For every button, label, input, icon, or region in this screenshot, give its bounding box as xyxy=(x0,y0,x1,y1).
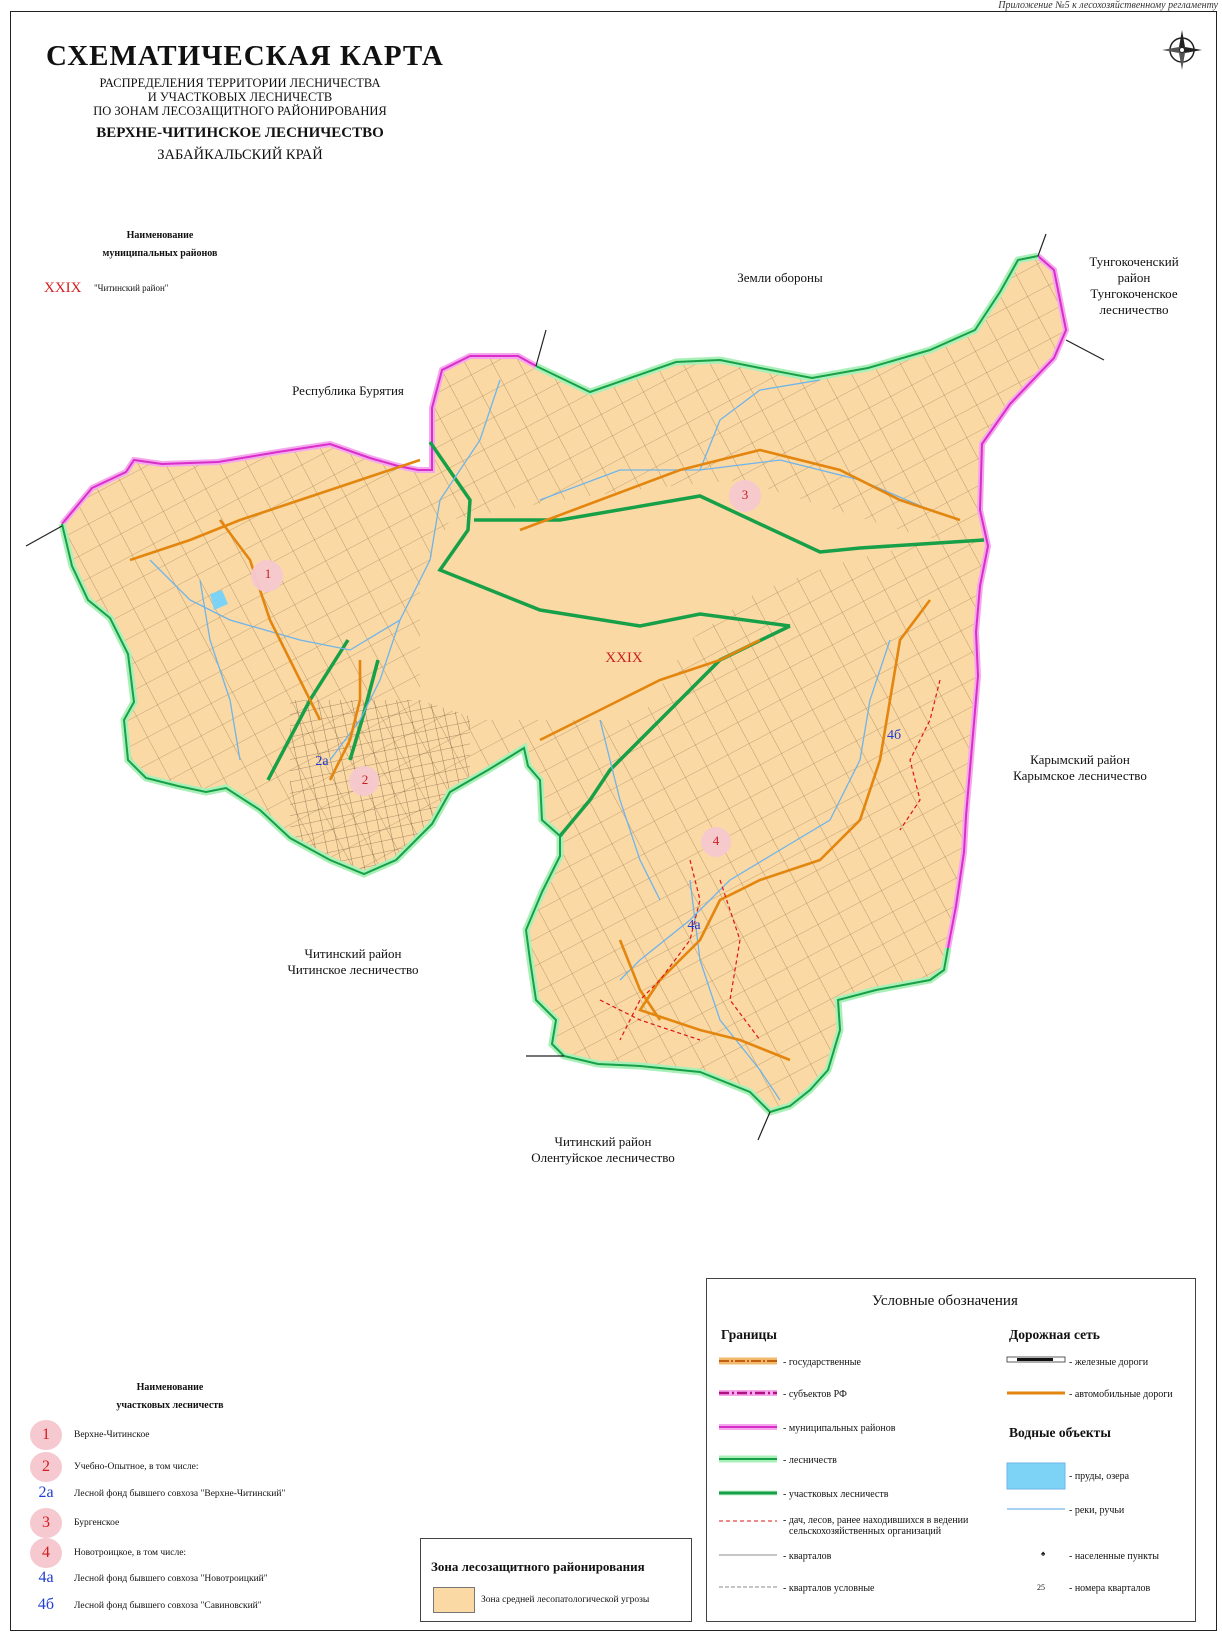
zone-legend: Зона лесозащитного районирования Зона ср… xyxy=(420,1538,692,1622)
legend-river: - реки, ручьи xyxy=(1069,1505,1125,1516)
legend-municipal: - муниципальных районов xyxy=(783,1423,896,1434)
compass-rose-icon xyxy=(1162,30,1202,70)
legend-subject: - субъектов РФ xyxy=(783,1389,847,1400)
roads xyxy=(129,448,961,1062)
legend-roads-heading: Дорожная сеть xyxy=(1009,1327,1100,1342)
uch-heading-2: участковых лесничеств xyxy=(116,1400,224,1411)
legend-auto: - автомобильные дороги xyxy=(1069,1389,1173,1400)
municipal-heading-1: Наименование xyxy=(126,230,194,241)
uch-badge-3: 3 xyxy=(30,1508,62,1538)
uch-name-3: Бургенское xyxy=(74,1518,120,1528)
legend-box: Условные обозначения Границы Дорожная се… xyxy=(706,1278,1196,1622)
dach-borders xyxy=(599,679,941,1041)
legend-title: Условные обозначения xyxy=(872,1293,1018,1309)
uch-label-2a: 2а xyxy=(315,754,329,769)
uch-label-2: 2 xyxy=(361,772,369,787)
legend-state: - государственные xyxy=(783,1357,861,1368)
uch-badge-1: 1 xyxy=(30,1420,62,1450)
legend-lake: - пруды, озера xyxy=(1069,1471,1130,1482)
map-frame xyxy=(10,11,1217,1631)
legend-settlement: - населенные пункты xyxy=(1069,1551,1159,1562)
uch-name-1: Верхне-Читинское xyxy=(74,1430,150,1440)
label-zemli-oborony: Земли обороны xyxy=(737,270,823,285)
uch-label-1: 1 xyxy=(264,566,272,581)
uch-code-2a: 2а xyxy=(38,1484,54,1501)
rivers xyxy=(149,379,931,1101)
zone-swatch xyxy=(433,1587,475,1613)
uch-label-4a: 4а xyxy=(687,918,701,933)
zone-item: Зона средней лесопатологической угрозы xyxy=(481,1595,650,1605)
legend-water-heading: Водные объекты xyxy=(1009,1425,1111,1440)
uch-name-4a: Лесной фонд бывшего совхоза "Новотроицки… xyxy=(74,1574,268,1584)
uch-name-2a: Лесной фонд бывшего совхоза "Верхне-Чити… xyxy=(74,1489,286,1499)
lake xyxy=(210,590,228,610)
uch-name-4: Новотроицкое, в том числе: xyxy=(74,1548,187,1558)
municipal-name: "Читинский район" xyxy=(94,283,169,293)
legend-kvartal: - кварталов xyxy=(783,1551,832,1562)
municipal-heading-2: муниципальных районов xyxy=(102,248,218,259)
uch-name-4b: Лесной фонд бывшего совхоза "Савиновский… xyxy=(74,1601,262,1611)
legend-forestry: - лесничеств xyxy=(783,1455,837,1466)
forestry-name: ВЕРХНЕ-ЧИТИНСКОЕ ЛЕСНИЧЕСТВО xyxy=(96,125,384,141)
map-subtitle-line-3: ПО ЗОНАМ ЛЕСОЗАЩИТНОГО РАЙОНИРОВАНИЯ xyxy=(93,104,387,118)
appendix-note: Приложение №5 к лесохозяйственному регла… xyxy=(998,0,1218,11)
quarter-number-sample: 25 xyxy=(1037,1583,1045,1592)
uch-label-4b: 4б xyxy=(886,728,902,743)
boundary-ticks xyxy=(25,233,1105,1141)
legend-road-water-symbols xyxy=(1006,1356,1066,1510)
uch-heading-1: Наименование xyxy=(136,1382,204,1393)
map-subtitle-line-2: И УЧАСТКОВЫХ ЛЕСНИЧЕСТВ xyxy=(147,90,333,104)
uch-badge-2: 2 xyxy=(30,1452,62,1482)
municipal-code: XXIX xyxy=(44,280,82,296)
settlement-icon: ♠ xyxy=(1041,1549,1046,1558)
district-code-label: XXIX xyxy=(605,650,643,666)
label-buryatia: Республика Бурятия xyxy=(292,383,404,398)
uch-badge-4: 4 xyxy=(30,1538,62,1568)
map-subtitle-line-1: РАСПРЕДЕЛЕНИЯ ТЕРРИТОРИИ ЛЕСНИЧЕСТВА xyxy=(99,76,381,90)
map-title: СХЕМАТИЧЕСКАЯ КАРТА xyxy=(46,40,444,72)
legend-kvartal-cond: - кварталов условные xyxy=(783,1583,875,1594)
legend-quarter-num: - номера кварталов xyxy=(1069,1583,1151,1594)
zone-title: Зона лесозащитного районирования xyxy=(431,1559,645,1574)
map-badges xyxy=(251,480,761,857)
forestry-map xyxy=(25,233,1105,1141)
uch-code-4b: 4б xyxy=(37,1596,55,1613)
legend-dach: - дач, лесов, ранее находившихся в веден… xyxy=(783,1515,969,1537)
legend-borders-heading: Границы xyxy=(721,1327,777,1342)
uch-code-4a: 4а xyxy=(38,1569,54,1586)
uch-name-2: Учебно-Опытное, в том числе: xyxy=(74,1462,199,1472)
uch-label-4: 4 xyxy=(712,833,720,848)
legend-rail: - железные дороги xyxy=(1069,1357,1149,1368)
uch-label-3: 3 xyxy=(741,487,749,502)
region-name: ЗАБАЙКАЛЬСКИЙ КРАЙ xyxy=(157,147,323,163)
legend-border-symbols xyxy=(719,1357,777,1588)
legend-uch: - участковых лесничеств xyxy=(783,1489,889,1500)
